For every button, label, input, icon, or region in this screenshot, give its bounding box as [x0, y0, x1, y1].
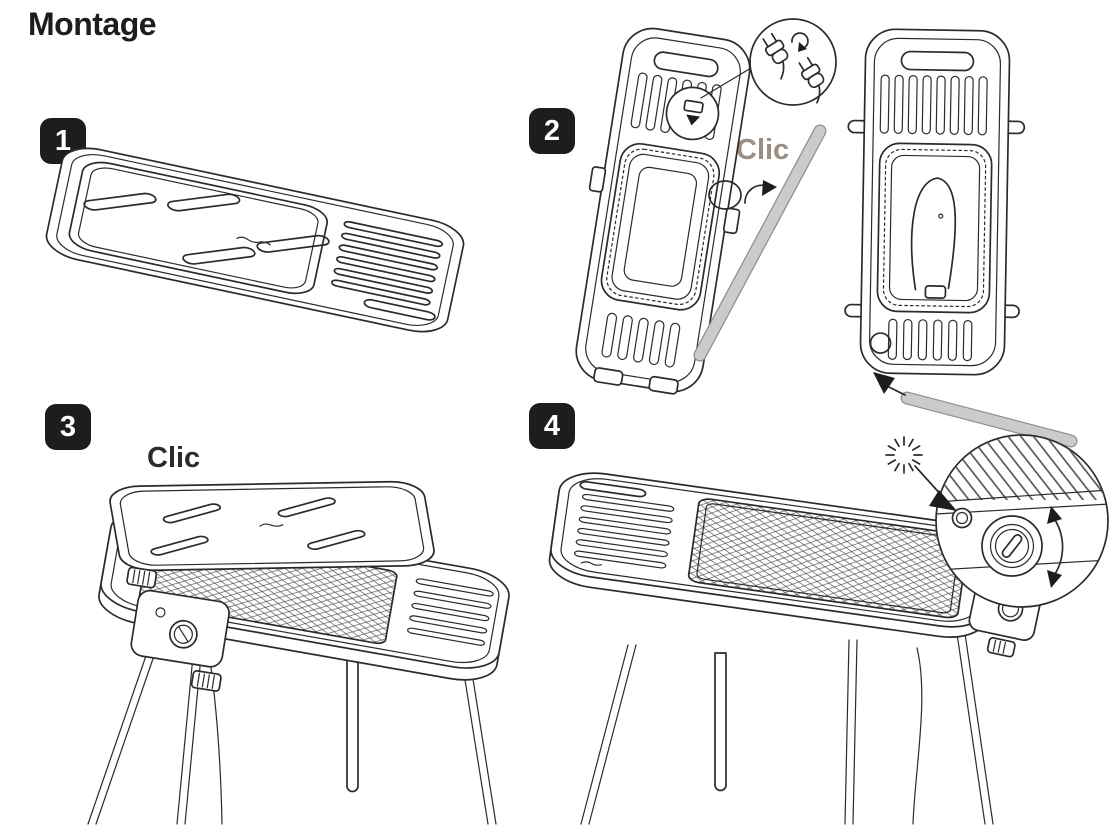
- handle-cutout: [580, 481, 646, 497]
- bottom-vents: [887, 318, 973, 362]
- side-clip: [722, 207, 741, 235]
- plug-detail-circle: [749, 18, 837, 106]
- plug-socket-highlight: [665, 86, 720, 141]
- power-cord: [912, 647, 923, 825]
- clip-latch: [126, 566, 158, 589]
- page-title: Montage: [28, 6, 157, 42]
- cable-plug-head: [924, 285, 947, 299]
- step-3-badge: 3: [45, 404, 91, 450]
- lid-vent-slats: [328, 221, 450, 321]
- brand-mark: [581, 561, 601, 566]
- side-vent-slats: [574, 494, 674, 569]
- side-vent-slats: [407, 578, 493, 646]
- clockwise-arrow-icon: [744, 180, 777, 204]
- bottom-vents: [601, 312, 681, 368]
- side-clip: [588, 166, 607, 193]
- element-housing: [876, 142, 993, 314]
- leg-socket: [869, 332, 892, 354]
- leg-insert-arrow-icon: [873, 372, 906, 396]
- step-4-illustration: [515, 434, 1109, 825]
- knob-detail-circle: [935, 434, 1109, 608]
- vent-slats: [879, 74, 988, 136]
- brand-mark: [237, 236, 271, 245]
- step-4-badge: 4: [529, 403, 575, 449]
- step-2-illustration: [575, 18, 1078, 448]
- power-cable-loop: [910, 177, 957, 291]
- handle-cutout: [653, 51, 719, 78]
- step-2-number: 2: [543, 114, 561, 147]
- step-3-clic-label: Clic: [147, 442, 201, 474]
- step-2-badge: 2: [529, 108, 575, 154]
- starburst-indicator-icon: [885, 436, 923, 474]
- lid-being-placed: [104, 470, 439, 582]
- grill-leg-rod: [693, 124, 827, 362]
- element-housing: [600, 142, 721, 311]
- foot: [648, 375, 679, 395]
- control-end-cap: [126, 566, 230, 692]
- foot: [593, 367, 624, 386]
- grill-legs: [580, 619, 994, 825]
- step-2-clic-label: Clic: [736, 134, 790, 166]
- lid-handle-cutout: [364, 299, 436, 322]
- power-plugs-rotate-icon: [757, 30, 835, 104]
- grill-underside-tilted: [575, 27, 751, 395]
- assembled-grill-top: [546, 468, 998, 643]
- step-1-lid-illustration: [30, 112, 480, 367]
- indicator-light: [155, 607, 166, 618]
- knob-rotation-icon: [1047, 506, 1064, 588]
- grate-detail: [936, 435, 1108, 500]
- indicator-light: [951, 507, 973, 529]
- step-1-badge: 1: [40, 118, 86, 164]
- brand-mark: [260, 524, 283, 527]
- clip-latch: [190, 670, 222, 692]
- thermostat-knob: [981, 515, 1043, 577]
- lid-top-plate: [43, 142, 467, 337]
- step-3-illustration: [87, 398, 522, 825]
- step-1-number: 1: [54, 124, 72, 157]
- grill-leg-rod: [900, 391, 1078, 448]
- grill-underside-upright: [844, 28, 1026, 376]
- indicator-pointer-arrow: [914, 465, 957, 511]
- detail-leader-line: [700, 67, 752, 99]
- lid-slots: [73, 163, 338, 294]
- clip-point-ring: [708, 180, 742, 210]
- step-4-number: 4: [543, 409, 561, 442]
- step-3-number: 3: [59, 410, 77, 443]
- handle-cutout: [900, 50, 975, 72]
